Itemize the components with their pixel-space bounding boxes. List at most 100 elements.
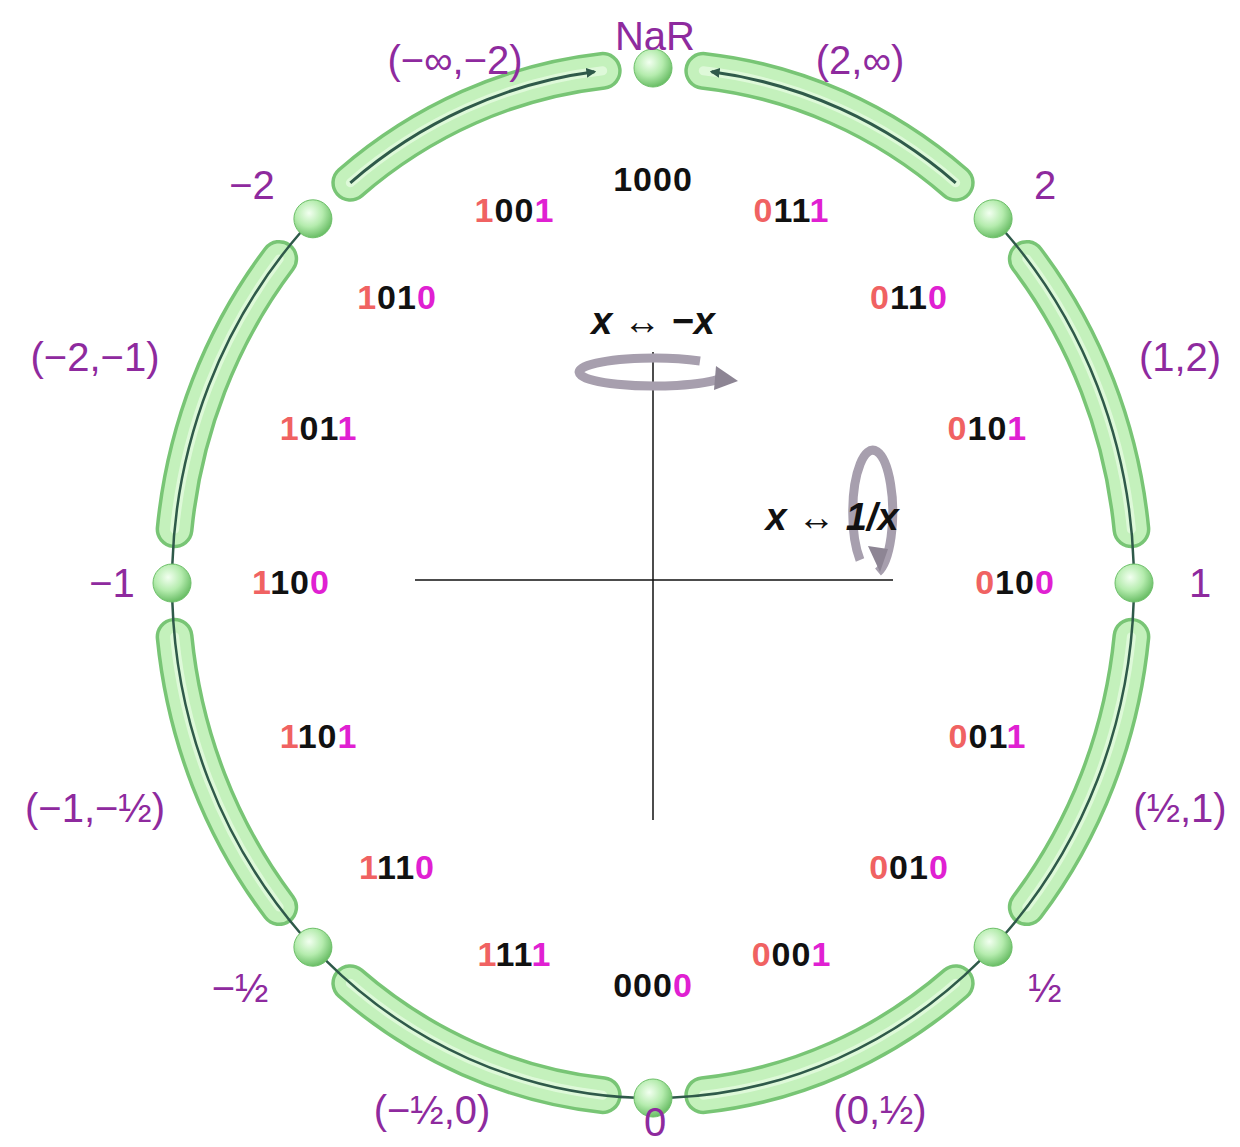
- bit-digit: 1: [395, 848, 415, 886]
- tube-outline: [175, 637, 280, 907]
- bit-digit: 1: [988, 718, 1006, 756]
- tube-centre-line: [712, 72, 956, 183]
- ring-tubes: [172, 71, 1133, 1098]
- bit-digit: 0: [987, 409, 1007, 447]
- bit-pattern: 1000: [613, 161, 693, 198]
- bit-digit: 0: [1015, 563, 1035, 601]
- bit-digit: 0: [975, 563, 995, 601]
- bit-digit: 1: [1006, 718, 1026, 756]
- bit-digit: 0: [310, 563, 330, 601]
- tube-outline: [350, 983, 602, 1095]
- bit-digit: 1: [397, 278, 417, 316]
- tube-outline: [703, 71, 955, 183]
- bit-pattern: 1010: [357, 279, 437, 316]
- bit-pattern: 1111: [477, 937, 551, 974]
- symmetry-label: x ↔ 1/x: [765, 497, 898, 539]
- tube-centre-line: [350, 72, 594, 183]
- bit-digit: 1: [810, 191, 830, 229]
- bit-digit: 0: [889, 848, 909, 886]
- tube-centre-line: [172, 601, 301, 934]
- bit-digit: 1: [995, 563, 1015, 601]
- bit-digit: 1: [280, 718, 298, 756]
- bit-digit: 0: [653, 160, 673, 198]
- exact-value-sphere: [153, 564, 191, 602]
- value-label: −½: [212, 966, 269, 1010]
- bit-digit: 1: [908, 278, 928, 316]
- value-label: 2: [1034, 163, 1056, 207]
- value-label: 1: [1189, 561, 1211, 605]
- bit-digit: 1: [514, 936, 532, 974]
- value-label: −2: [229, 163, 275, 207]
- value-label: NaR: [615, 14, 695, 58]
- bit-digit: 1: [890, 278, 908, 316]
- tube-highlight: [175, 259, 280, 529]
- bit-digit: 1: [534, 191, 554, 229]
- negation-rotation-arrow: [579, 358, 738, 390]
- tube-body: [350, 71, 602, 183]
- tube-body: [1027, 259, 1132, 529]
- bit-digit: 0: [673, 966, 693, 1004]
- bit-digit: 0: [772, 936, 792, 974]
- bit-digit: 1: [475, 191, 495, 229]
- tube-highlight: [350, 71, 602, 183]
- value-label: (−½,0): [374, 1088, 491, 1132]
- bit-digit: 0: [653, 966, 673, 1004]
- exact-value-sphere: [974, 200, 1012, 238]
- bit-digit: 0: [948, 409, 968, 447]
- tube-highlight: [175, 637, 280, 907]
- bit-digit: 0: [949, 718, 969, 756]
- vertical-axis: [652, 352, 654, 820]
- exact-value-sphere: [294, 928, 332, 966]
- bit-digit: 0: [968, 718, 988, 756]
- bit-digit: 0: [318, 718, 338, 756]
- value-label: (−∞,−2): [387, 38, 522, 82]
- exact-value-sphere: [974, 928, 1012, 966]
- bit-pattern: 1101: [280, 719, 358, 756]
- bit-pattern: 1110: [359, 849, 435, 886]
- value-label: 0: [644, 1100, 666, 1144]
- tube-highlight: [1027, 637, 1132, 907]
- tube-body: [350, 983, 602, 1095]
- bit-digit: 0: [613, 966, 633, 1004]
- tube-highlight: [1027, 259, 1132, 529]
- bit-digit: 0: [754, 191, 774, 229]
- bit-digit: 0: [870, 278, 890, 316]
- bit-digit: 0: [633, 966, 653, 1004]
- bit-digit: 0: [929, 848, 949, 886]
- value-label: (−2,−1): [31, 335, 160, 379]
- tube-outline: [703, 983, 955, 1095]
- bit-pattern: 0000: [613, 967, 693, 1004]
- bit-pattern: 0111: [754, 192, 830, 229]
- bit-digit: 0: [928, 278, 948, 316]
- bit-digit: 1: [477, 936, 495, 974]
- bit-digit: 0: [633, 160, 653, 198]
- bit-digit: 1: [280, 409, 300, 447]
- bit-pattern: 0101: [948, 410, 1028, 447]
- bit-digit: 1: [252, 563, 270, 601]
- horizontal-axis: [415, 579, 893, 581]
- value-label: (2,∞): [816, 38, 905, 82]
- bit-digit: 0: [377, 278, 397, 316]
- tube-outline: [350, 71, 602, 183]
- bit-digit: 0: [792, 936, 812, 974]
- bit-pattern: 1001: [475, 192, 555, 229]
- bit-digit: 0: [290, 563, 310, 601]
- bit-pattern: 1100: [252, 564, 330, 601]
- tube-centre-line: [325, 960, 636, 1098]
- tube-highlight: [703, 71, 955, 183]
- bit-pattern: 0110: [870, 279, 948, 316]
- ring-spheres: [153, 49, 1153, 1117]
- tube-body: [175, 637, 280, 907]
- bit-digit: 1: [909, 848, 929, 886]
- bit-digit: 1: [495, 936, 513, 974]
- bit-digit: 1: [319, 409, 337, 447]
- bit-digit: 1: [359, 848, 377, 886]
- tube-centre-line: [172, 232, 301, 565]
- exact-value-sphere: [294, 200, 332, 238]
- value-label: (−1,−½): [25, 786, 165, 830]
- exact-value-sphere: [1115, 564, 1153, 602]
- bit-digit: 0: [514, 191, 534, 229]
- tube-body: [175, 259, 280, 529]
- value-label: (0,½): [833, 1088, 926, 1132]
